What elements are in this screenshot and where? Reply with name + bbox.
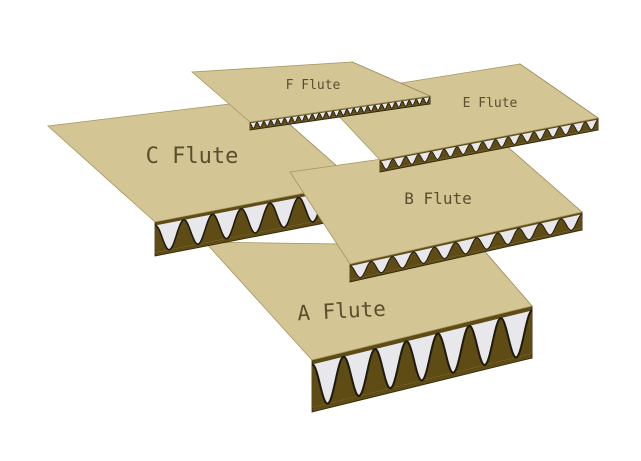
label-a-flute: A Flute [297, 297, 387, 326]
top-face-f [190, 61, 432, 123]
flute-wave-a [311, 309, 533, 405]
flute-trough-e [380, 119, 598, 171]
label-f-flute: F Flute [286, 78, 341, 93]
label-e-flute: E Flute [463, 96, 518, 111]
flute-trough-b [350, 214, 582, 280]
flute-wave-e [379, 119, 599, 170]
flute-wave-b [349, 213, 583, 278]
board-a-flute: A Flute [204, 241, 533, 413]
label-b-flute: B Flute [404, 189, 471, 208]
board-f-flute: F Flute [190, 61, 432, 131]
board-b-flute: B Flute [289, 141, 583, 283]
flute-trough-f [250, 97, 430, 129]
flute-trough-a [312, 310, 532, 408]
flute-wave-f [249, 96, 431, 129]
label-c-flute: C Flute [146, 144, 239, 169]
flute-trough-c [155, 186, 356, 253]
